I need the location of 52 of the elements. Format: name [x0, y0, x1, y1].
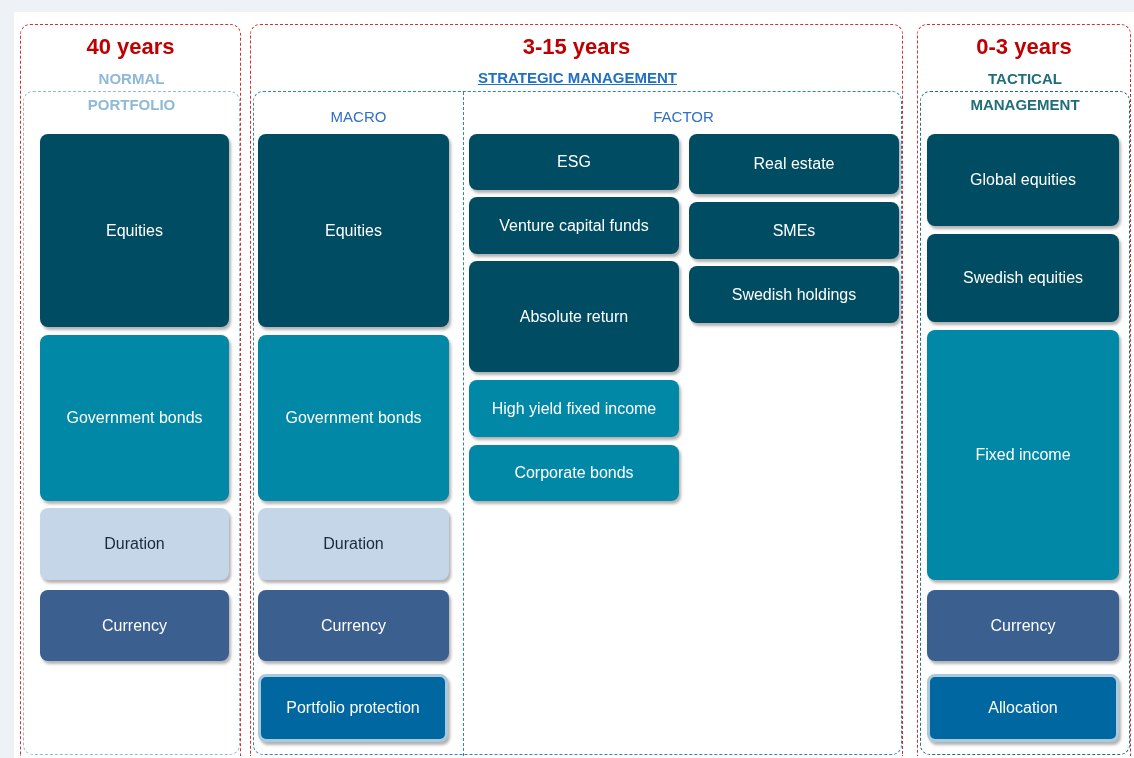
asset-tile	[40, 134, 229, 327]
tile-label: High yield fixed income	[491, 398, 657, 419]
asset-tile	[469, 261, 679, 372]
tile-label: Venture capital funds	[499, 215, 649, 236]
column-heading: FACTOR	[652, 108, 715, 125]
asset-tile	[689, 202, 899, 259]
section-heading: STRATEGIC MANAGEMENT	[477, 69, 678, 86]
asset-tile	[927, 234, 1119, 322]
asset-tile	[258, 335, 449, 501]
tile-label: Currency	[321, 615, 386, 636]
tile-label: Government bonds	[285, 408, 422, 428]
tile-label: Currency	[990, 615, 1056, 636]
asset-tile	[469, 380, 679, 437]
tile-label: Equities	[325, 220, 382, 241]
asset-tile	[927, 330, 1119, 580]
asset-tile	[689, 266, 899, 323]
section-heading: TACTICAL MANAGEMENT	[969, 69, 1081, 115]
tile-label: ESG	[557, 152, 591, 172]
asset-tile	[258, 674, 448, 742]
asset-tile	[469, 445, 679, 501]
tile-label: Swedish holdings	[731, 284, 857, 305]
tile-label: Allocation	[988, 698, 1058, 718]
tile-label: Corporate bonds	[514, 463, 634, 483]
asset-tile	[258, 590, 449, 661]
asset-tile	[689, 134, 899, 194]
tile-label: Global equities	[970, 170, 1076, 190]
tile-label: Fixed income	[975, 445, 1071, 465]
horizon-heading: 0-3 years	[975, 34, 1073, 60]
column-heading: MACRO	[329, 108, 388, 125]
asset-tile	[927, 134, 1119, 226]
asset-tile	[927, 590, 1119, 661]
asset-tile	[469, 197, 679, 254]
tile-label: Portfolio protection	[286, 698, 420, 718]
asset-tile	[258, 134, 449, 327]
tile-label: Equities	[106, 220, 163, 241]
asset-tile	[469, 134, 679, 190]
asset-tile	[927, 674, 1119, 742]
section-heading: NORMAL PORTFOLIO	[86, 69, 177, 115]
asset-tile	[40, 590, 229, 661]
tile-label: Government bonds	[66, 408, 203, 428]
tile-label: Duration	[323, 534, 384, 554]
tile-label: Duration	[104, 534, 165, 554]
asset-tile	[258, 508, 449, 580]
asset-tile	[40, 335, 229, 501]
asset-tile	[40, 508, 229, 580]
horizon-heading: 40 years	[85, 34, 176, 60]
tile-label: SMEs	[772, 220, 816, 241]
horizon-heading: 3-15 years	[521, 34, 632, 60]
tile-label: Currency	[102, 615, 167, 636]
tile-label: Absolute return	[519, 306, 629, 327]
tile-label: Swedish equities	[962, 268, 1084, 288]
tile-label: Real estate	[753, 154, 835, 174]
